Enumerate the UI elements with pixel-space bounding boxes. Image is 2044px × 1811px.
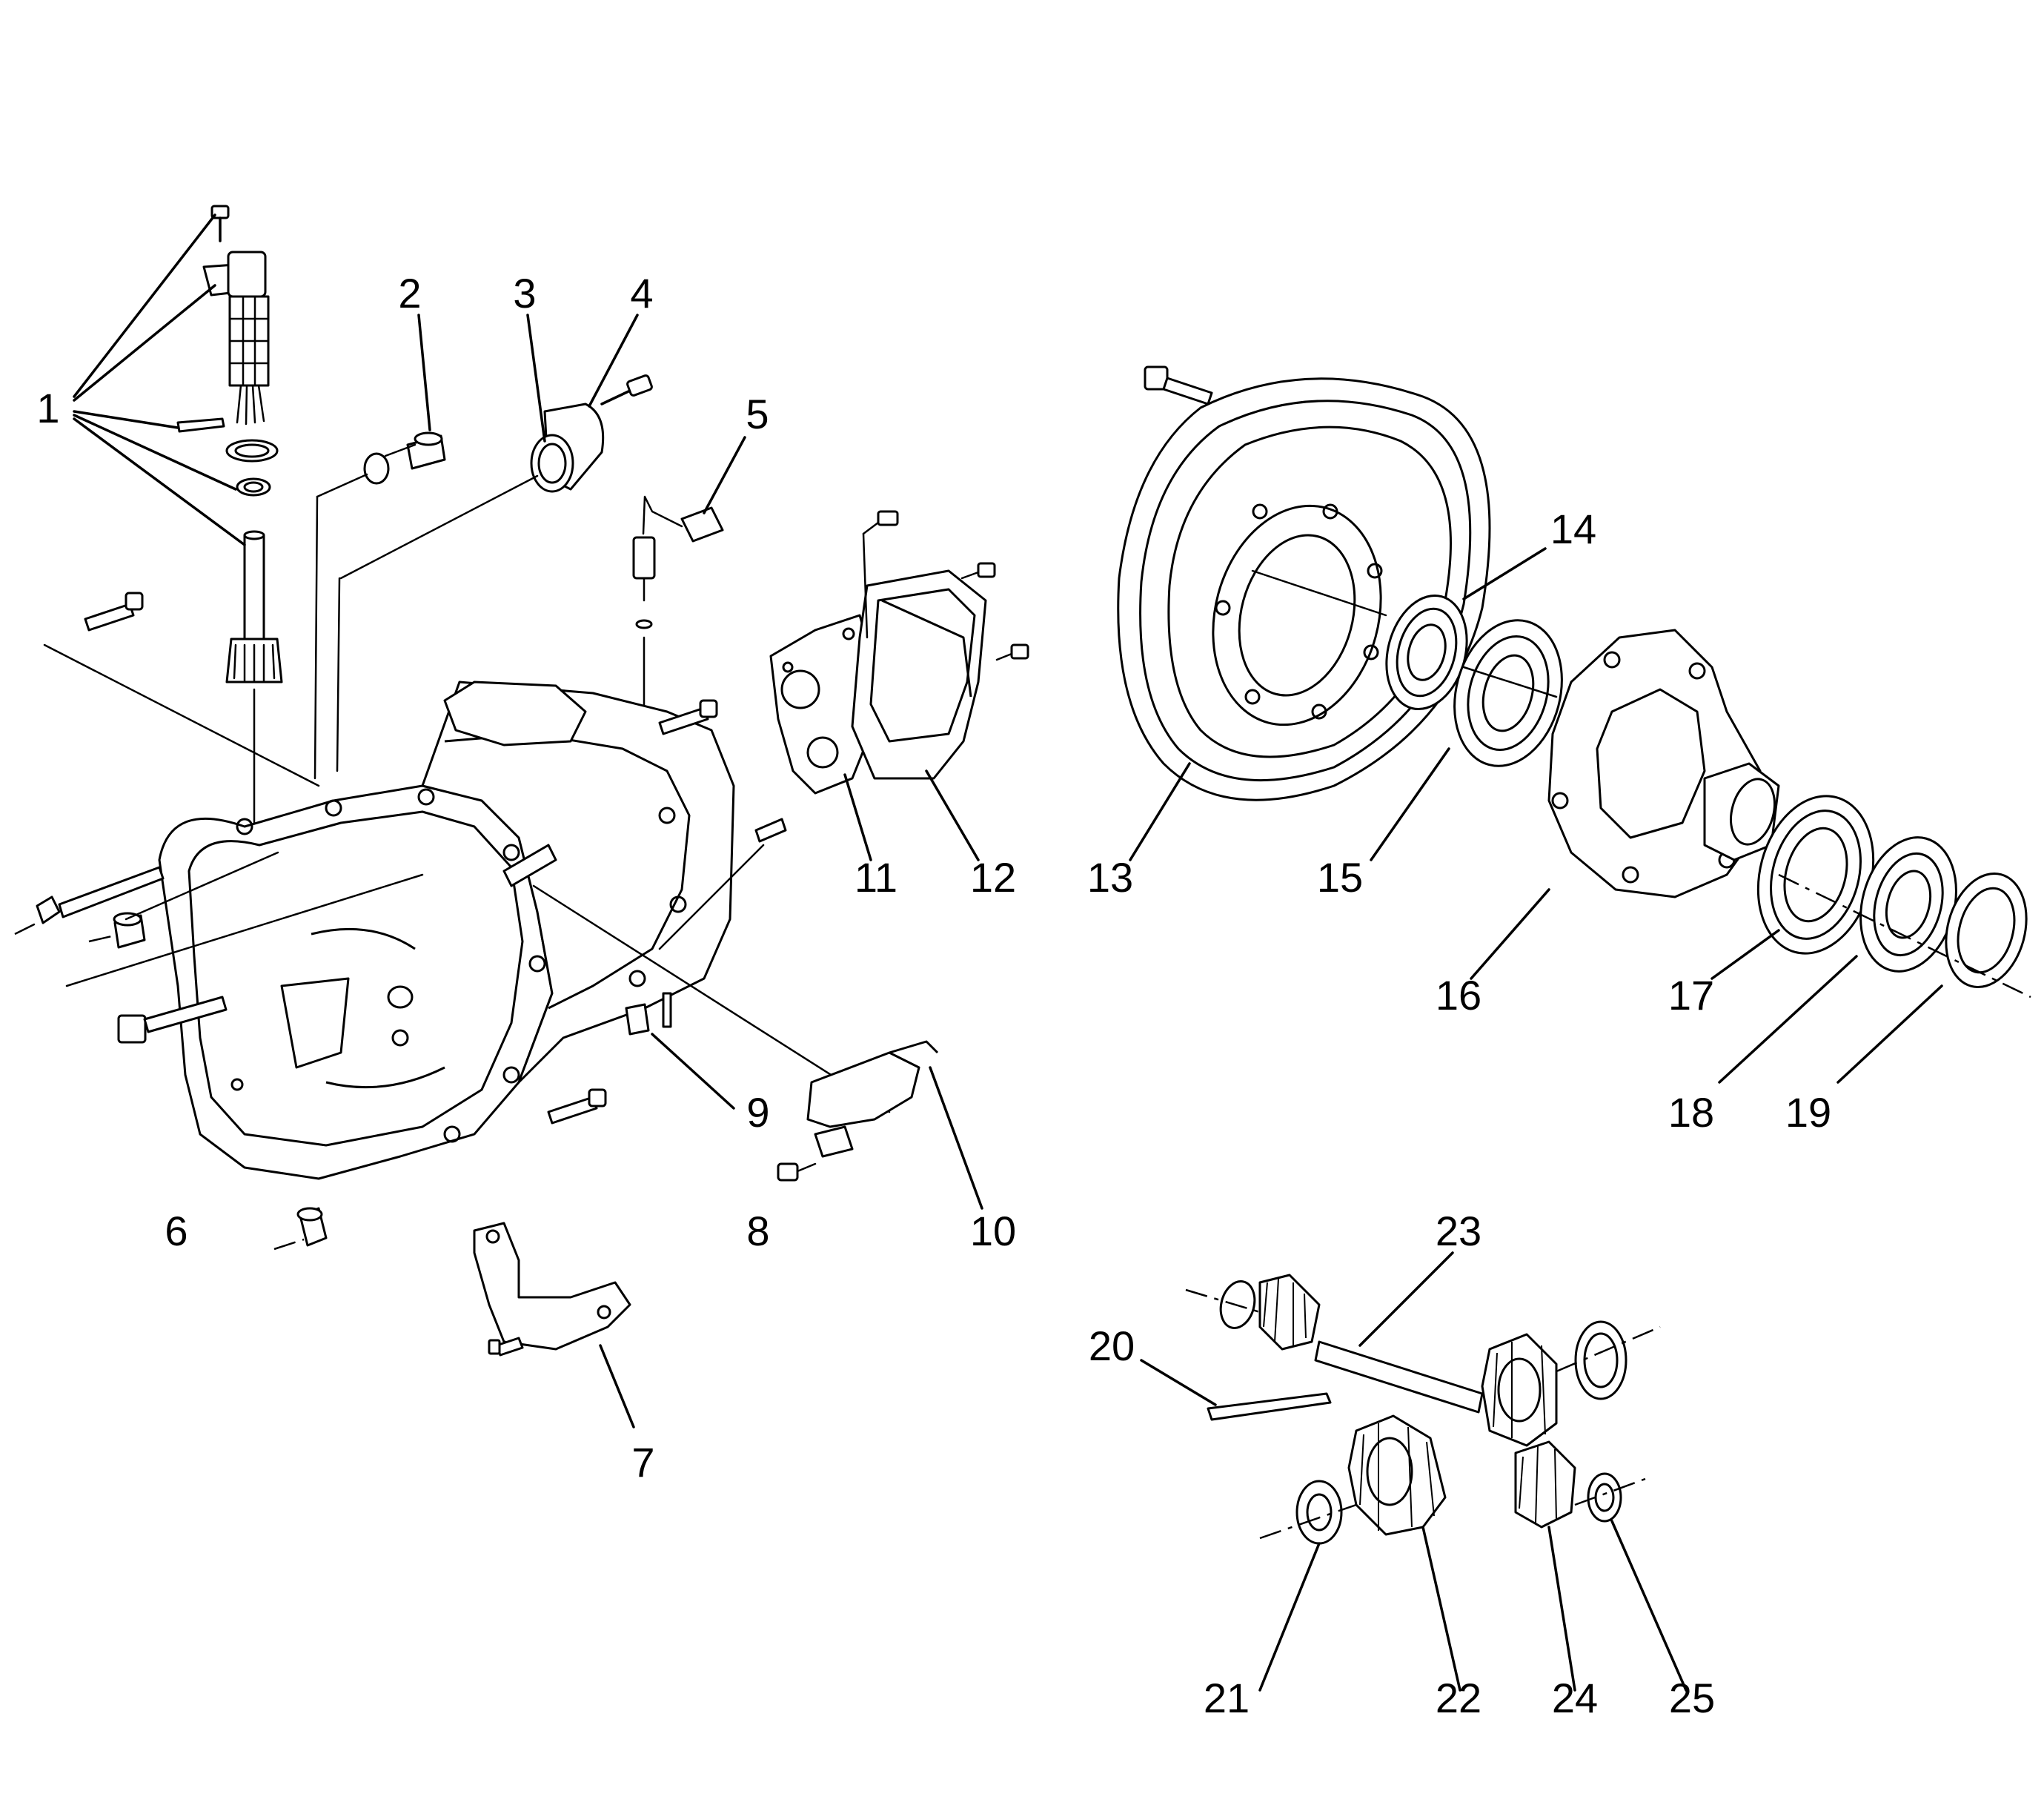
callout-20: 20	[1089, 1322, 1135, 1369]
callout-19: 19	[1785, 1089, 1831, 1136]
pinion-shaft-and-pin	[1140, 1251, 1484, 1421]
callout-9: 9	[746, 1089, 769, 1136]
bearing-large	[1370, 619, 1563, 861]
lever-assembly	[777, 1040, 983, 1210]
callout-17: 17	[1668, 972, 1714, 1019]
gasket	[769, 614, 876, 861]
callout-labels: 1 2 3 4 5 6 7 8 9 10 11 12 13 14 15 16 1…	[36, 270, 1831, 1721]
side-bearing	[1718, 836, 1957, 1084]
callout-8: 8	[746, 1208, 769, 1254]
switch-sensor	[632, 436, 746, 713]
callout-13: 13	[1087, 854, 1133, 901]
vent-plug	[625, 992, 735, 1110]
thrust-washer-right	[1574, 1472, 1688, 1692]
callout-22: 22	[1436, 1675, 1481, 1721]
seal-and-cover	[336, 314, 653, 772]
callout-11: 11	[855, 854, 897, 901]
transaxle-case	[158, 681, 735, 1180]
callout-10: 10	[970, 1208, 1016, 1254]
callout-2: 2	[398, 270, 421, 317]
pinion-gear-upper	[1185, 1274, 1321, 1351]
callout-16: 16	[1436, 972, 1481, 1019]
side-gear-right	[1481, 1320, 1661, 1447]
case-bolts	[14, 592, 891, 1251]
callout-6: 6	[165, 1208, 188, 1254]
pinion-gear-lower	[1514, 1440, 1576, 1692]
speed-sensor-assembly	[73, 205, 283, 839]
callout-12: 12	[970, 854, 1016, 901]
callout-3: 3	[513, 270, 536, 317]
oil-seal	[1778, 872, 2031, 1084]
side-gear-left	[1347, 1414, 1461, 1692]
callout-5: 5	[746, 391, 769, 437]
callout-23: 23	[1436, 1208, 1481, 1254]
callout-14: 14	[1550, 506, 1596, 552]
callout-4: 4	[630, 270, 653, 317]
callout-21: 21	[1204, 1675, 1250, 1721]
callout-24: 24	[1552, 1675, 1598, 1721]
differential-case	[1470, 629, 1780, 980]
callout-18: 18	[1668, 1089, 1714, 1136]
callout-15: 15	[1317, 854, 1363, 901]
bracket	[473, 1222, 635, 1428]
plug-and-washer	[313, 314, 446, 780]
side-cover	[851, 510, 1029, 861]
speedometer-drive-gear	[1710, 795, 1875, 980]
callout-1: 1	[36, 385, 59, 431]
callout-25: 25	[1669, 1675, 1715, 1721]
thrust-washer-left	[1258, 1480, 1357, 1692]
callout-7: 7	[631, 1439, 654, 1486]
